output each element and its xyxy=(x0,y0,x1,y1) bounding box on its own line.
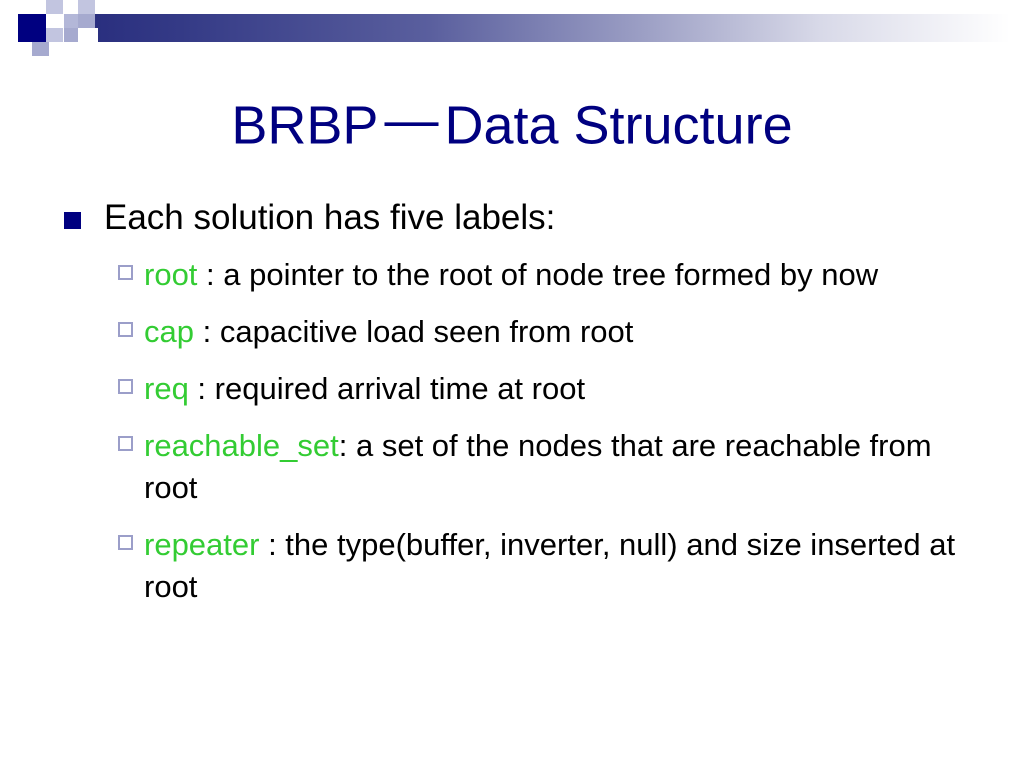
deco-square-lav-top-1 xyxy=(46,0,63,14)
hollow-square-bullet-icon xyxy=(118,535,133,550)
heading-text: Each solution has five labels: xyxy=(104,198,556,237)
filled-square-bullet-icon xyxy=(64,212,81,229)
deco-square-lav-mid-1 xyxy=(64,14,78,28)
label-description: : the type(buffer, inverter, null) and s… xyxy=(144,527,956,604)
hollow-square-bullet-icon xyxy=(118,436,133,451)
label-description: : a set of the nodes that are reachable … xyxy=(144,428,932,505)
hollow-square-bullet-icon xyxy=(118,265,133,280)
deco-square-lav-bottom xyxy=(32,42,49,56)
label-term: reachable_set xyxy=(144,428,339,463)
list-item: repeater : the type(buffer, inverter, nu… xyxy=(56,524,986,608)
slide-title: BRBP—Data Structure xyxy=(0,88,1024,157)
hollow-square-bullet-icon xyxy=(118,322,133,337)
deco-square-navy xyxy=(18,14,46,42)
label-description: : capacitive load seen from root xyxy=(193,314,634,349)
label-list: root : a pointer to the root of node tre… xyxy=(56,254,986,608)
deco-square-lav-low-1 xyxy=(46,28,63,42)
hollow-square-bullet-icon xyxy=(118,379,133,394)
slide-body: Each solution has five labels: root : a … xyxy=(56,196,986,623)
deco-white-block-1 xyxy=(0,14,18,42)
label-term: req xyxy=(144,371,189,406)
header-decoration xyxy=(0,0,1024,56)
label-term: root xyxy=(144,257,198,292)
label-term: cap xyxy=(144,314,194,349)
title-rest-text: Data Structure xyxy=(444,95,793,156)
label-term: repeater xyxy=(144,527,260,562)
list-item: cap : capacitive load seen from root xyxy=(56,311,986,353)
label-description: : a pointer to the root of node tree for… xyxy=(197,257,879,292)
deco-square-lav-top-2 xyxy=(78,0,95,14)
deco-white-block-3 xyxy=(78,28,98,42)
list-item: reachable_set: a set of the nodes that a… xyxy=(56,425,986,509)
list-item: root : a pointer to the root of node tre… xyxy=(56,254,986,296)
deco-square-lav-low-2 xyxy=(64,28,78,42)
title-dash: — xyxy=(384,90,439,150)
title-main-text: BRBP xyxy=(231,95,379,156)
list-item: req : required arrival time at root xyxy=(56,368,986,410)
bullet-level1-heading: Each solution has five labels: xyxy=(56,196,986,240)
header-gradient-bar xyxy=(0,14,1024,42)
label-description: : required arrival time at root xyxy=(188,371,586,406)
deco-square-lav-mid-2 xyxy=(78,14,95,28)
